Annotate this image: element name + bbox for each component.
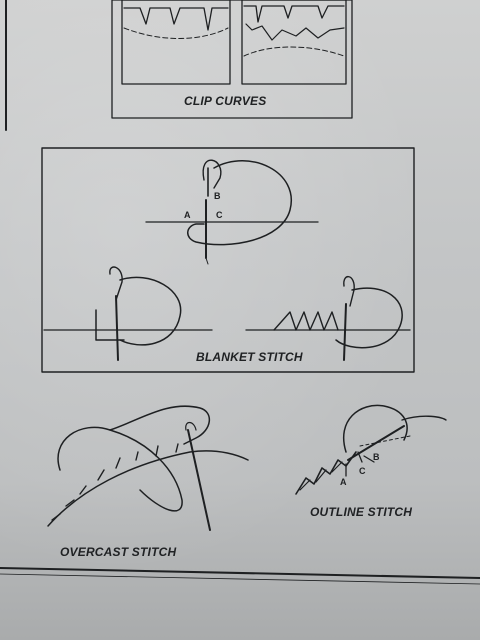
outline-stitch-caption: OUTLINE STITCH bbox=[310, 505, 413, 519]
bottom-rule bbox=[0, 567, 480, 579]
clip-curves-caption: CLIP CURVES bbox=[184, 94, 267, 108]
outline-point-a: A bbox=[340, 477, 347, 487]
blanket-point-b: B bbox=[214, 191, 221, 201]
blanket-stitch-caption: BLANKET STITCH bbox=[196, 350, 303, 364]
overcast-stitch-figure bbox=[47, 405, 249, 531]
clip-curves-figure bbox=[111, 0, 353, 119]
overcast-stitch-caption: OVERCAST STITCH bbox=[60, 545, 177, 559]
blanket-point-a: A bbox=[184, 210, 191, 220]
bottom-rule-thin bbox=[0, 573, 480, 585]
outline-point-b: B bbox=[373, 452, 380, 462]
outline-stitch-figure bbox=[295, 404, 447, 495]
blanket-point-c: C bbox=[216, 210, 223, 220]
outline-point-c: C bbox=[359, 466, 366, 476]
blanket-stitch-figure bbox=[41, 147, 415, 373]
